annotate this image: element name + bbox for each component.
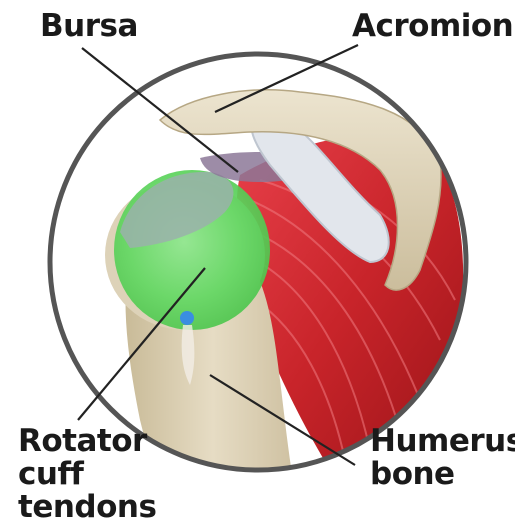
rotator-cuff-label-line: tendons [18, 491, 156, 524]
acromion-label: Acromion [352, 10, 513, 43]
rotator-cuff-label: Rotator cuff tendons [18, 425, 156, 524]
humerus-label: Humerus bone [370, 425, 515, 491]
rotator-cuff-label-line: Rotator [18, 425, 156, 458]
cartilage-marker [180, 311, 194, 325]
rotator-cuff-label-line: cuff [18, 458, 156, 491]
bursa-label: Bursa [40, 10, 138, 43]
humerus-label-line: bone [370, 458, 515, 491]
humerus-label-line: Humerus [370, 425, 515, 458]
